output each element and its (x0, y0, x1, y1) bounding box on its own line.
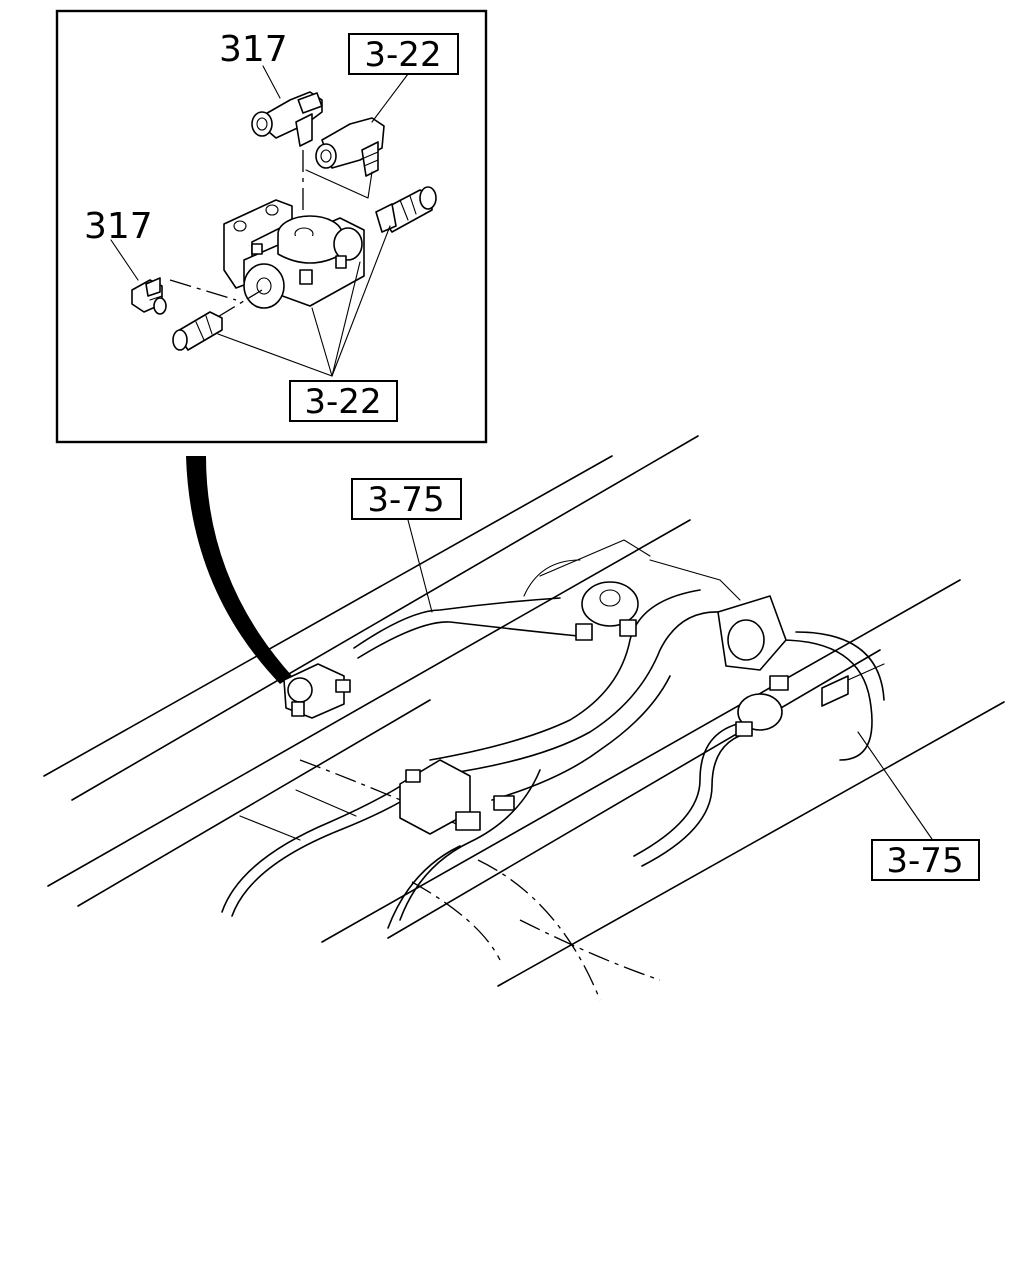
straight-fitting-lower[interactable] (172, 311, 223, 351)
part-number-317-left: 317 (84, 206, 153, 247)
part-number-317-top: 317 (219, 29, 288, 70)
elbow-fitting-317-upper[interactable] (251, 91, 323, 147)
relay-valve-small-on-frame[interactable] (283, 663, 351, 719)
svg-text:3-75: 3-75 (886, 841, 963, 881)
svg-text:3-22: 3-22 (364, 35, 441, 75)
ref-box-3-75-left[interactable]: 3-75 (351, 478, 462, 520)
detail-pointer-arrow (186, 456, 292, 684)
valve-body[interactable] (223, 199, 365, 309)
ref-box-3-75-right[interactable]: 3-75 (871, 839, 980, 881)
junction-block[interactable] (399, 759, 515, 835)
svg-text:3-22: 3-22 (304, 382, 381, 422)
chassis-assembly-view (43, 435, 1005, 1001)
ref-box-3-22-bottom[interactable]: 3-22 (289, 380, 398, 422)
svg-text:3-75: 3-75 (367, 480, 444, 520)
relay-valve-center[interactable] (575, 581, 639, 641)
ref-box-3-22-top[interactable]: 3-22 (348, 33, 459, 75)
elbow-fitting-3-22-upper[interactable] (315, 117, 385, 177)
straight-fitting-right[interactable] (375, 186, 437, 233)
relay-valve-right[interactable] (717, 595, 789, 737)
tee-fitting-317-left[interactable] (131, 277, 167, 315)
inset-detail-panel (55, 9, 488, 444)
